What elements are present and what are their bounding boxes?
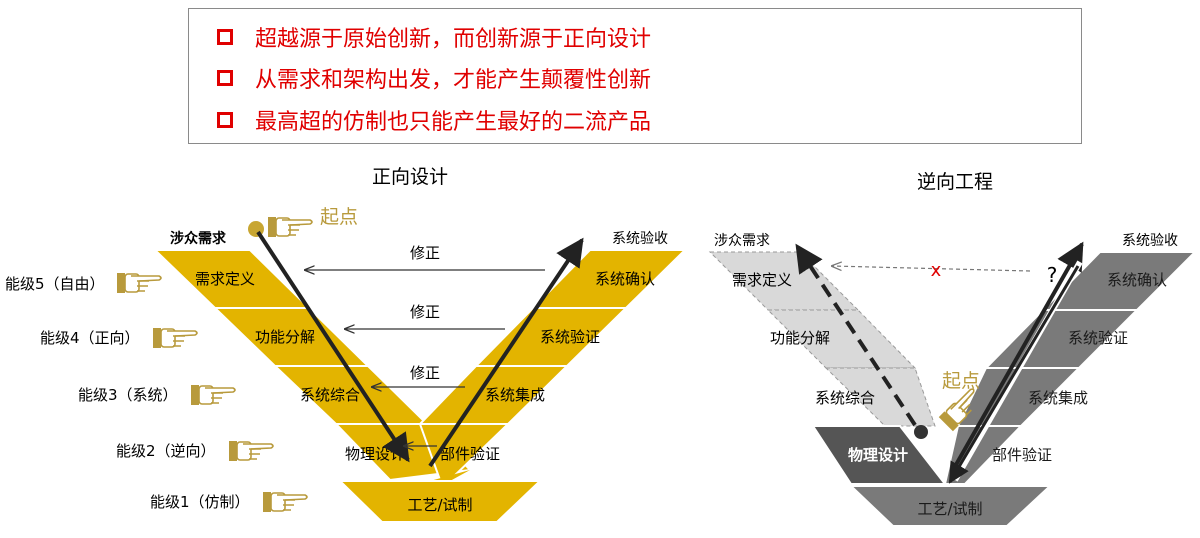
reverse-level-label: 功能分解 [770,329,830,347]
reverse-level-label: 系统综合 [815,389,875,407]
capability-levels: 能级5（自由） 能级4（正向） 能级3（系统） 能级2（逆向） 能级1（仿制） [5,272,308,513]
square-bullet-icon [217,112,233,128]
capability-level-label: 能级3（系统） [78,386,178,404]
reverse-level-label: 系统集成 [1028,389,1088,407]
slogan-text: 从需求和架构出发，才能产生颠覆性创新 [255,68,652,93]
reverse-level-label: 物理设计 [848,446,908,464]
reverse-down-arrow [948,265,1080,484]
forward-start-label: 起点 [320,206,358,228]
reverse-band-3 [824,367,936,427]
forward-bottom-label: 工艺/试制 [407,496,472,514]
slogan-item: 超越源于原始创新，而创新源于正向设计 [217,22,651,52]
forward-down-arrow [256,230,410,463]
feedback-label: 修正 [410,364,440,382]
forward-band-bottom [337,480,543,523]
forward-up-arrow [428,237,584,468]
capability-level-label: 能级2（逆向） [116,442,216,460]
reverse-start-dot [914,425,928,439]
slogan-item: 最高超的仿制也只能产生最好的二流产品 [217,105,651,135]
forward-level-label: 需求定义 [195,270,255,288]
reverse-start-label: 起点 [942,370,980,392]
slogan-text: 超越源于原始创新，而创新源于正向设计 [255,27,652,52]
reverse-title: 逆向工程 [917,171,993,193]
forward-level-label: 系统验证 [540,328,600,346]
blocked-cross-mark: x [931,260,942,281]
capability-level-label: 能级4（正向） [40,329,140,347]
forward-v-diagram: 正向设计 需求定义 功能分解 系统综合 物理设计 系统确认 系统验证 系统集成 … [152,166,688,523]
reverse-level-label: 部件验证 [992,446,1052,464]
reverse-level-label: 系统确认 [1107,271,1167,289]
pointing-hand-icon [116,272,162,294]
capability-level-label: 能级5（自由） [5,275,105,293]
blocked-feedback-arrow [832,266,1031,272]
pointing-hand-icon [152,327,198,349]
reverse-dashed-arrow [795,243,917,427]
forward-level-label: 功能分解 [255,328,315,346]
question-mark: ? [1047,263,1058,287]
pointing-hand-icon [190,384,236,406]
slogan-item: 从需求和架构出发，才能产生颠覆性创新 [217,63,651,93]
forward-level-label: 系统确认 [595,270,655,288]
forward-level-label: 系统综合 [300,386,360,404]
pointing-hand-icon [228,440,274,462]
reverse-bottom-label: 工艺/试制 [917,500,982,518]
feedback-label: 修正 [410,244,440,262]
square-bullet-icon [217,29,233,45]
reverse-up-arrow [951,241,1084,471]
reverse-v-diagram: 逆向工程 需求定义 功能分解 系统综合 物理设计 系统确认 系统验证 系统集成 … [708,171,1198,527]
forward-level-label: 部件验证 [440,445,500,463]
forward-stakeholder-label: 涉众需求 [170,230,227,247]
reverse-stakeholder-label: 涉众需求 [714,233,770,249]
reverse-band-1 [708,251,860,311]
slogan-banner [188,8,1082,144]
square-bullet-icon [217,70,233,86]
forward-acceptance-label: 系统验收 [612,231,668,247]
feedback-label: 修正 [410,303,440,321]
forward-level-label: 物理设计 [345,445,405,463]
reverse-level-label: 需求定义 [732,271,792,289]
forward-level-label: 系统集成 [485,386,545,404]
capability-level-label: 能级1（仿制） [150,493,250,511]
forward-title: 正向设计 [372,166,448,188]
reverse-level-label: 系统验证 [1068,329,1128,347]
reverse-band-bottom [848,485,1053,527]
pointing-hand-icon [262,491,308,513]
forward-join [390,470,470,481]
pointing-hand-icon [267,216,313,238]
reverse-acceptance-label: 系统验收 [1122,233,1178,249]
slogan-text: 最高超的仿制也只能产生最好的二流产品 [255,110,652,135]
